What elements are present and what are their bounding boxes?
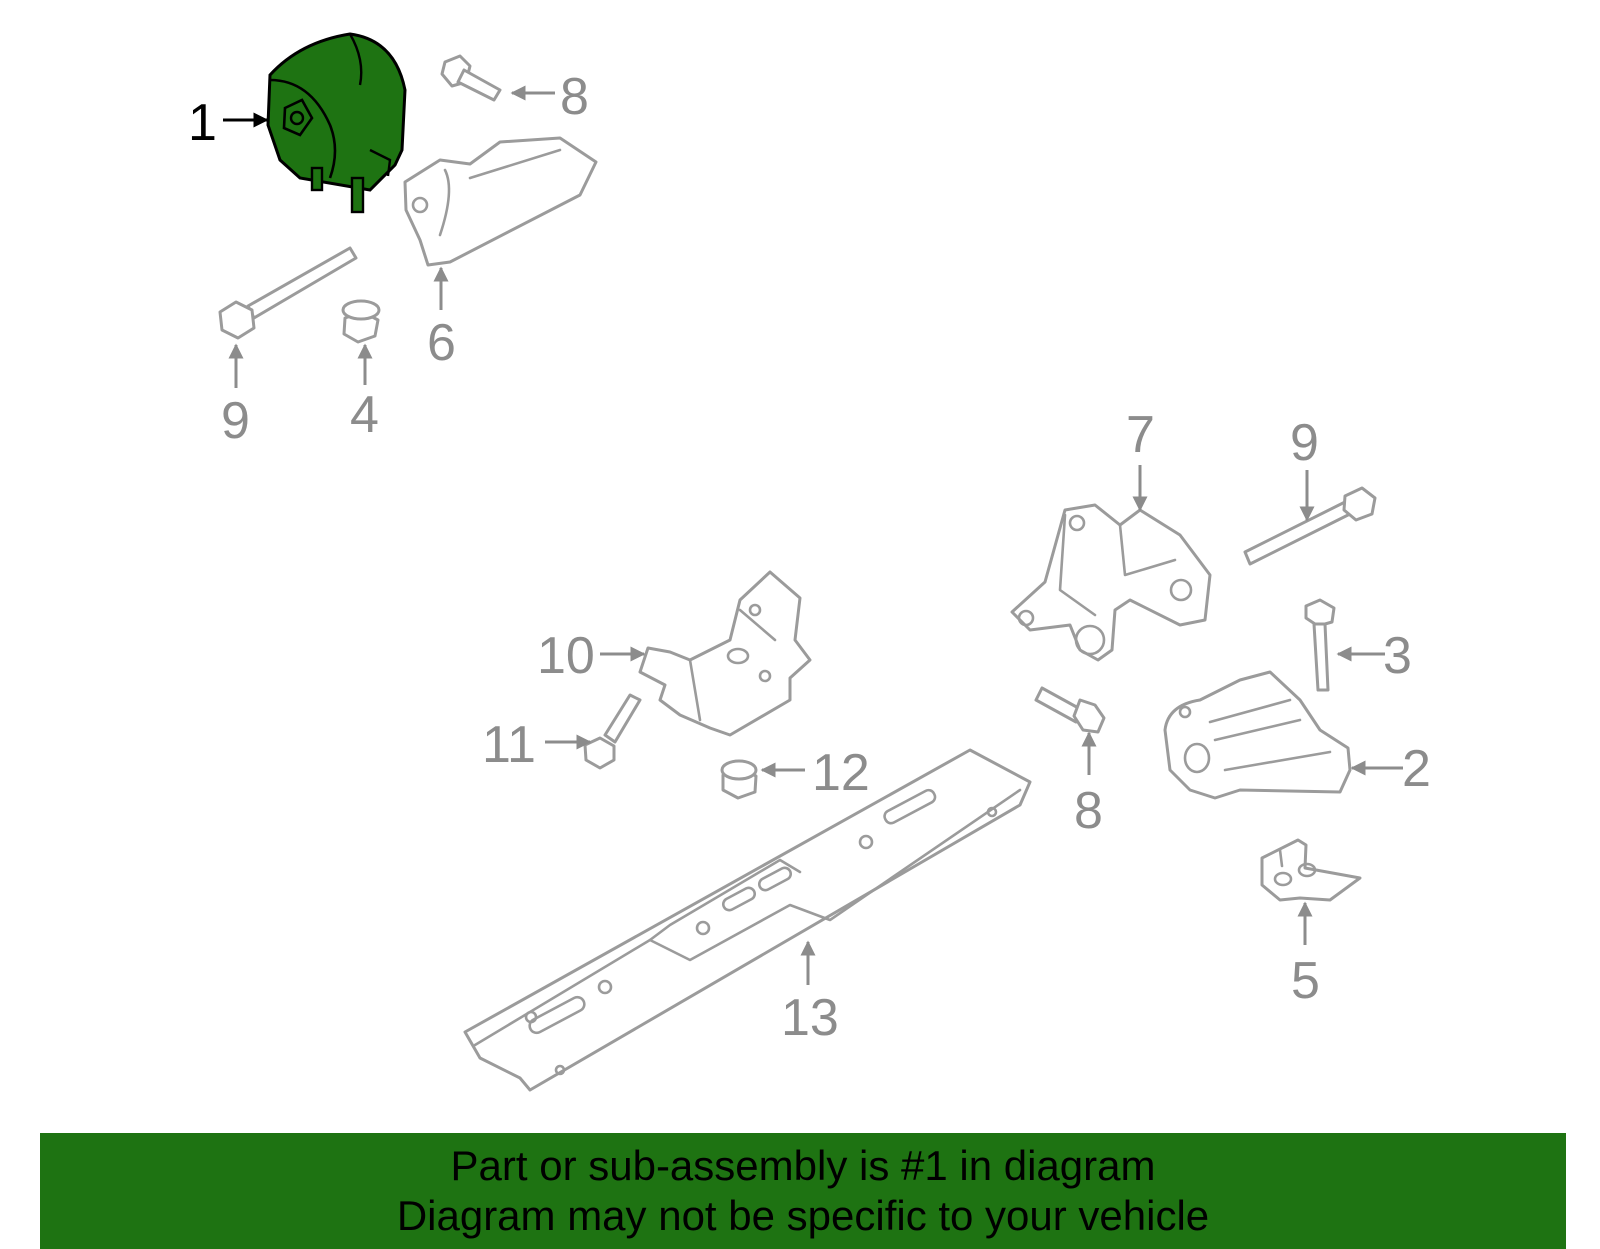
banner-line-2: Diagram may not be specific to your vehi… [396, 1192, 1210, 1239]
part-2-mount[interactable] [1163, 670, 1352, 800]
part-11-bolt[interactable] [583, 693, 642, 770]
callout-9-right: 9 [1290, 414, 1319, 472]
callout-labels: 1 8 6 9 4 7 9 3 10 11 12 8 2 5 13 [188, 68, 1431, 1047]
callout-6: 6 [427, 314, 456, 372]
part-9-long-bolt-right[interactable] [1243, 486, 1377, 566]
callout-8-right: 8 [1074, 782, 1103, 840]
callout-3: 3 [1383, 627, 1412, 685]
info-banner: Part or sub-assembly is #1 in diagram Di… [40, 1133, 1566, 1249]
banner-line-1: Part or sub-assembly is #1 in diagram [450, 1142, 1156, 1189]
part-4-nut[interactable] [341, 299, 381, 344]
callout-2: 2 [1402, 740, 1431, 798]
part-12-nut[interactable] [720, 759, 758, 800]
callout-5: 5 [1291, 952, 1320, 1010]
callout-8-top: 8 [560, 68, 589, 126]
part-10-bracket[interactable] [638, 570, 812, 737]
part-6-bracket[interactable] [403, 136, 598, 267]
callout-12: 12 [812, 744, 870, 802]
callout-10: 10 [537, 627, 595, 685]
callout-4: 4 [350, 386, 379, 444]
arrows [223, 85, 1403, 985]
callout-11: 11 [482, 716, 536, 774]
part-9-long-bolt-left[interactable] [218, 246, 358, 340]
part-8-bolt-top[interactable] [440, 54, 502, 102]
part-3-bolt[interactable] [1304, 598, 1336, 692]
part-7-bracket[interactable] [1010, 503, 1212, 662]
callout-1: 1 [188, 94, 217, 152]
part-8-bolt-right[interactable] [1034, 686, 1106, 734]
part-13-crossmember[interactable] [463, 748, 1032, 1092]
part-1-engine-mount[interactable] [266, 32, 407, 214]
callout-7: 7 [1126, 406, 1155, 464]
part-5-bracket[interactable] [1260, 838, 1362, 902]
callout-13: 13 [781, 989, 839, 1047]
callout-9-left: 9 [221, 392, 250, 450]
